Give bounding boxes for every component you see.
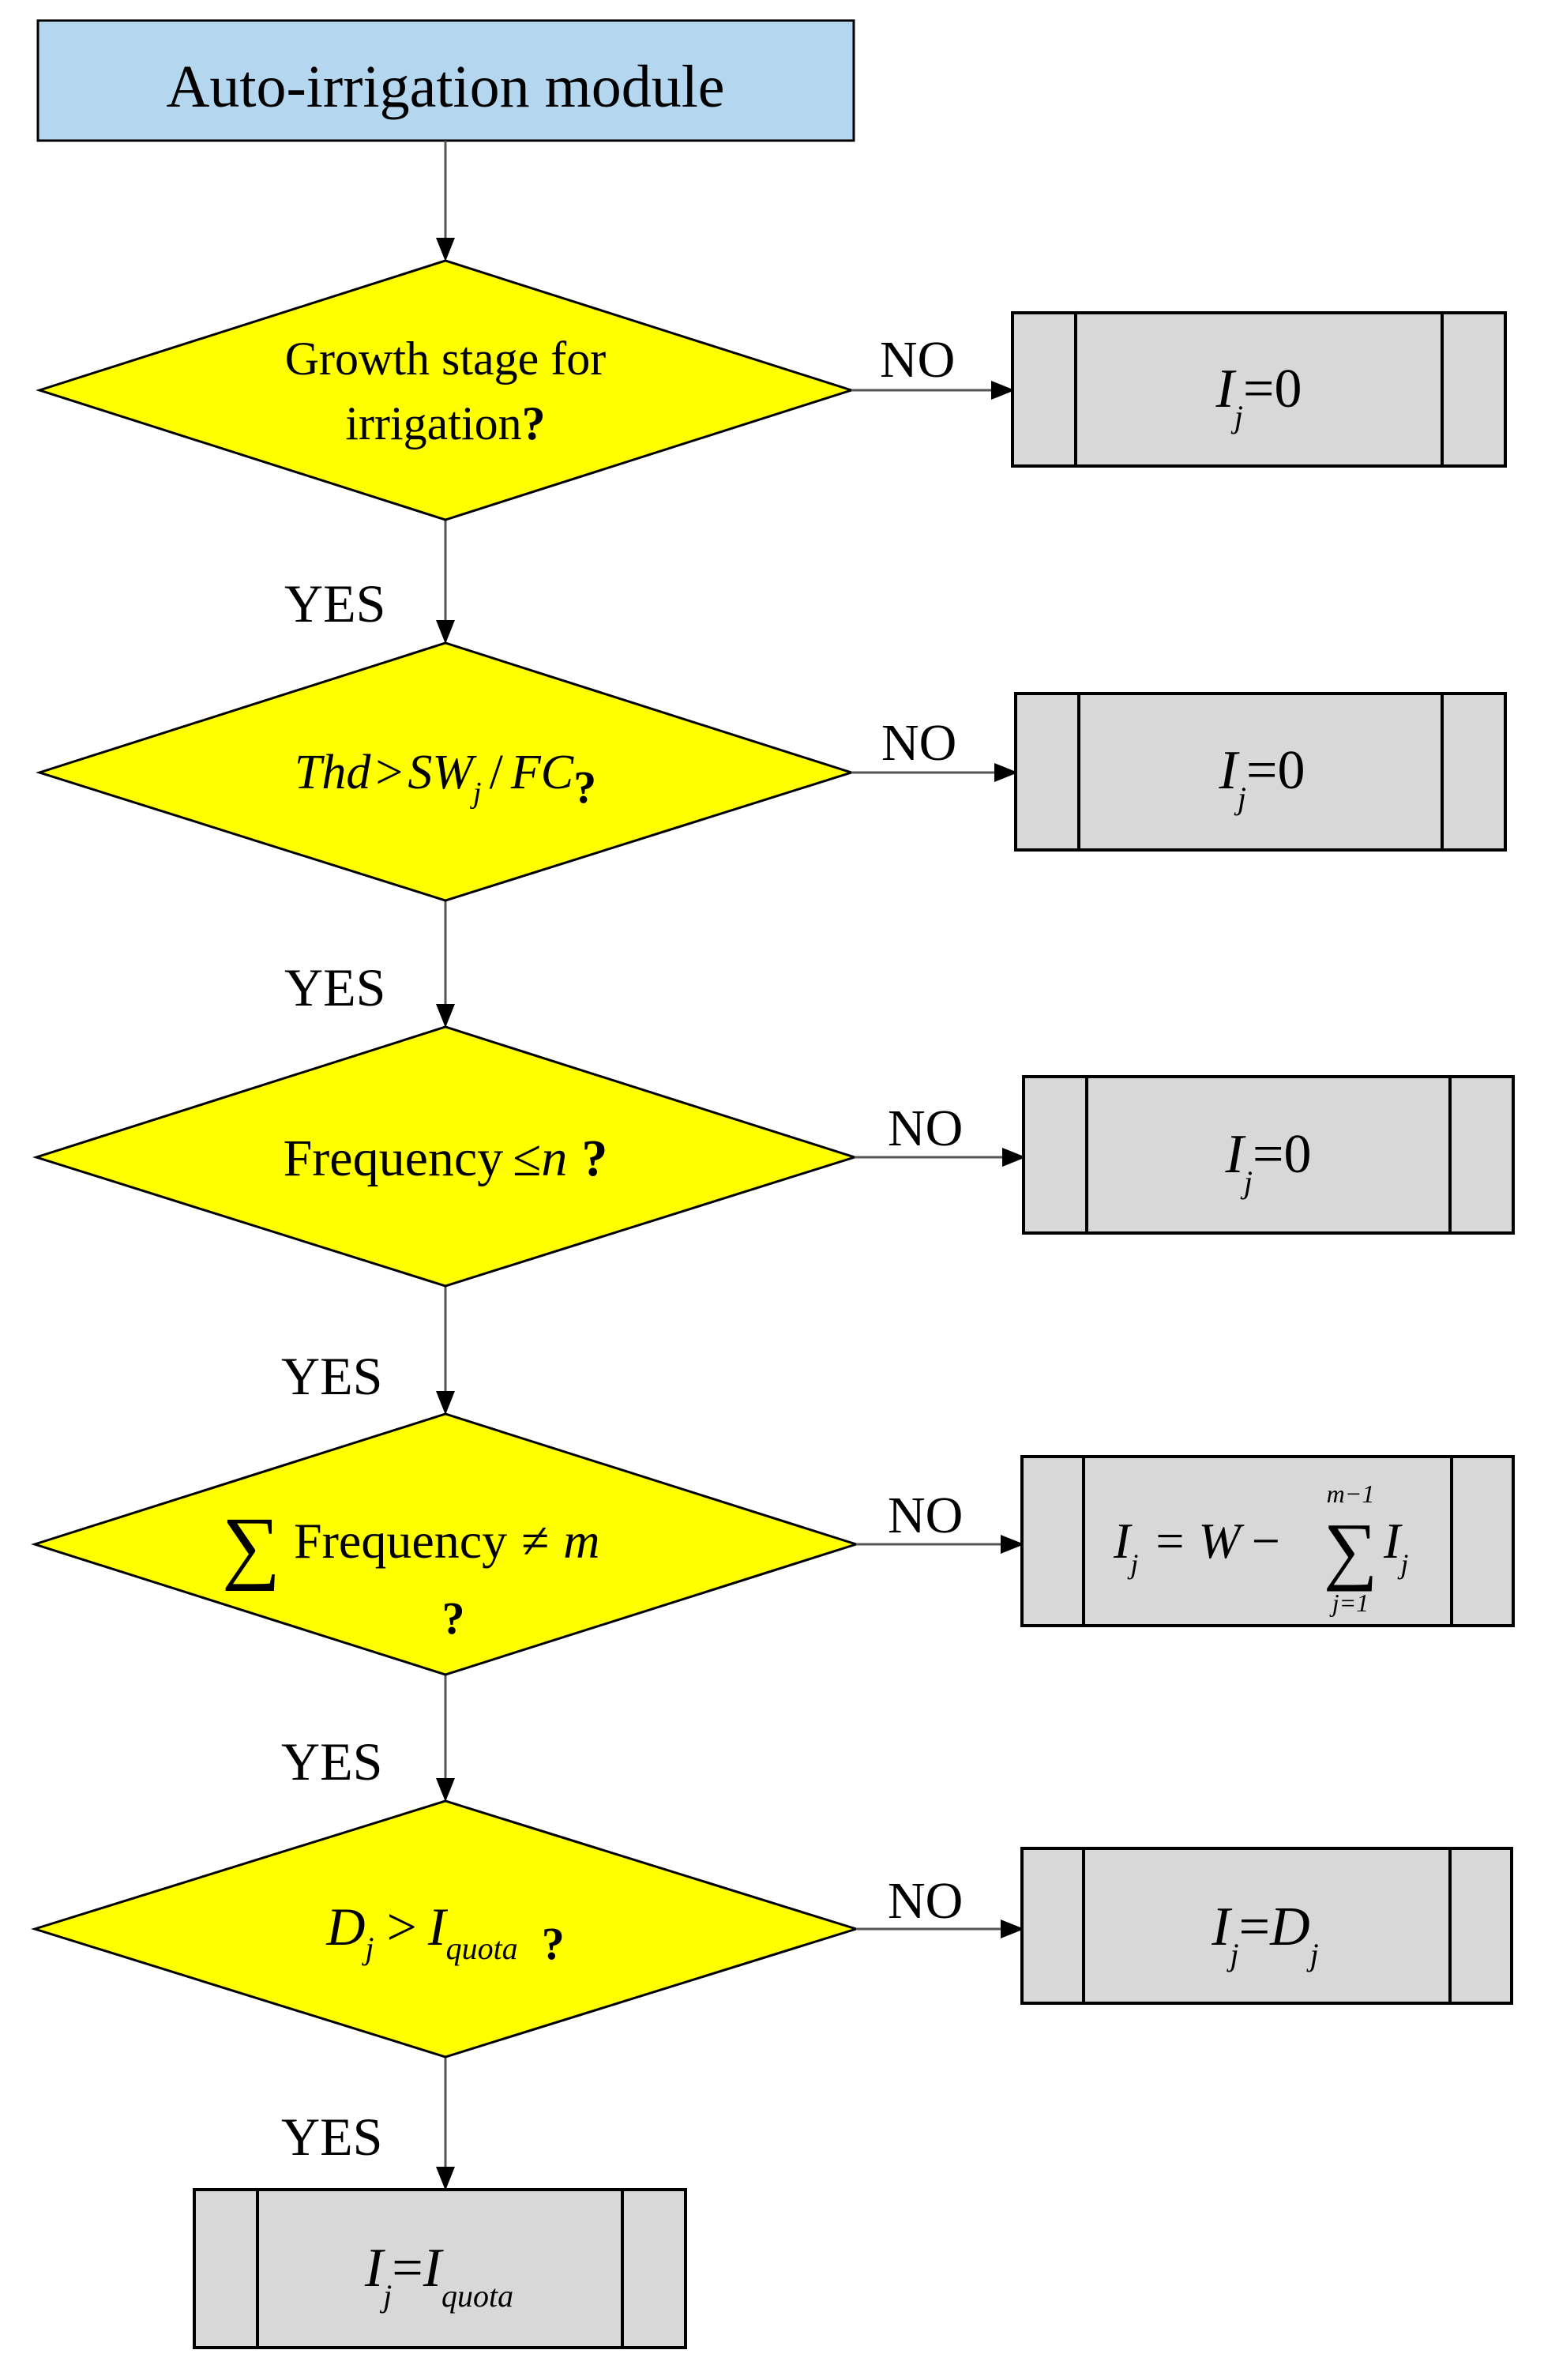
decision-5-formula: Dj>Iquota? [325, 1897, 564, 1969]
no-label-2: NO [881, 714, 956, 772]
process-box-1 [1011, 311, 1507, 468]
decision-3-formula: Frequency≤n? [284, 1130, 608, 1187]
output-5-formula: Ij=Dj [1211, 1897, 1319, 1972]
process-box-5 [1020, 1847, 1513, 2005]
final-process-box [193, 2188, 687, 2349]
output-4-formula-right: Ij [1383, 1513, 1408, 1580]
process-box-4 [1020, 1455, 1515, 1627]
yes-label-4: YES [281, 1731, 382, 1792]
output-2-formula: Ij=0 [1219, 740, 1305, 816]
output-4-sum-lower: j=1 [1329, 1589, 1369, 1617]
decision-diamond-1 [36, 259, 855, 521]
yes-label-2: YES [284, 957, 385, 1017]
output-1-formula: Ij=0 [1215, 359, 1302, 434]
decision-4-formula: Frequency≠m [294, 1513, 599, 1569]
decision-1-line1: Growth stage for [285, 333, 607, 385]
yes-label-5: YES [281, 2107, 382, 2167]
output-4-sum-upper: m−1 [1327, 1480, 1375, 1508]
output-4-sigma: ∑ [1324, 1507, 1377, 1592]
start-box [36, 19, 855, 142]
process-box-3 [1022, 1075, 1515, 1235]
no-label-1: NO [880, 331, 955, 389]
no-label-5: NO [888, 1872, 963, 1930]
output-3-formula: Ij=0 [1225, 1124, 1312, 1200]
decision-1-line2: irrigation? [345, 397, 545, 449]
output-4-formula-left: Ij=W− [1113, 1513, 1280, 1580]
start-label: Auto-irrigation module [166, 54, 724, 120]
no-label-4: NO [888, 1487, 963, 1544]
yes-label-3: YES [281, 1346, 382, 1406]
no-label-3: NO [888, 1100, 963, 1157]
decision-4-question: ? [442, 1592, 465, 1644]
decision-2-formula: Thd>SWj/FC? [295, 746, 596, 813]
decision-4-sigma: ∑ [222, 1501, 280, 1592]
final-formula: Ij=Iquota [364, 2238, 513, 2314]
process-box-2 [1014, 692, 1507, 852]
yes-label-1: YES [284, 573, 385, 634]
